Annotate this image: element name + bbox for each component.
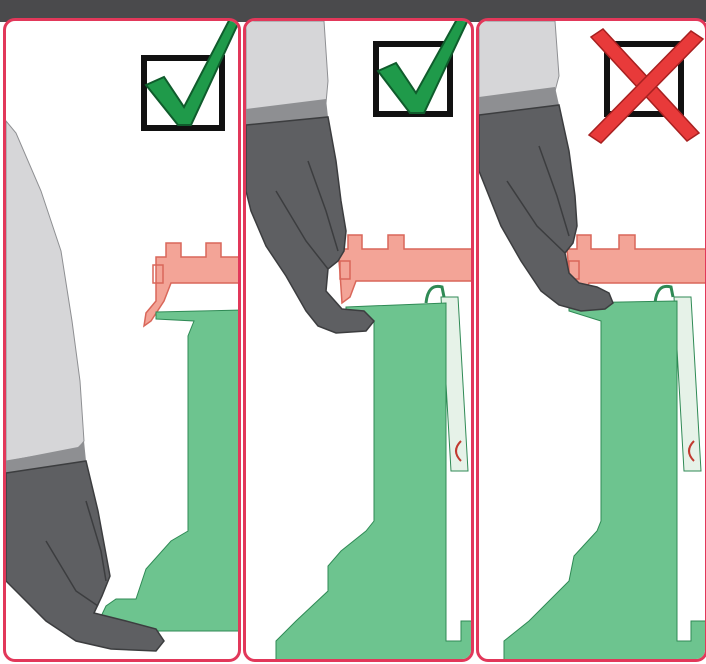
glove xyxy=(246,116,376,334)
check-mark-icon xyxy=(373,21,469,117)
rail-profile xyxy=(142,242,238,328)
panel-incorrect-grip xyxy=(476,18,706,662)
latch-hook xyxy=(653,284,675,304)
sleeve xyxy=(479,21,560,102)
panel-correct-grip-high xyxy=(243,18,474,662)
glove-cuff xyxy=(6,441,86,473)
sleeve xyxy=(6,120,85,462)
machine-part xyxy=(275,302,471,659)
panel-2-illustration xyxy=(246,21,471,659)
cross-mark-icon xyxy=(587,28,705,144)
panel-1-illustration xyxy=(6,21,238,652)
glove xyxy=(479,104,614,312)
glove-cuff xyxy=(479,87,559,115)
glove xyxy=(6,460,165,652)
sleeve xyxy=(246,21,329,114)
cover-strip xyxy=(673,296,702,472)
cover-strip xyxy=(440,296,469,472)
machine-part xyxy=(93,309,238,632)
panel-correct-grip-low xyxy=(3,18,241,662)
machine-part xyxy=(503,300,705,659)
rail-profile xyxy=(337,234,471,305)
panel-3-illustration xyxy=(479,21,705,659)
top-header-bar xyxy=(0,0,706,22)
latch-hook xyxy=(424,284,446,304)
check-mark-icon xyxy=(141,21,238,131)
